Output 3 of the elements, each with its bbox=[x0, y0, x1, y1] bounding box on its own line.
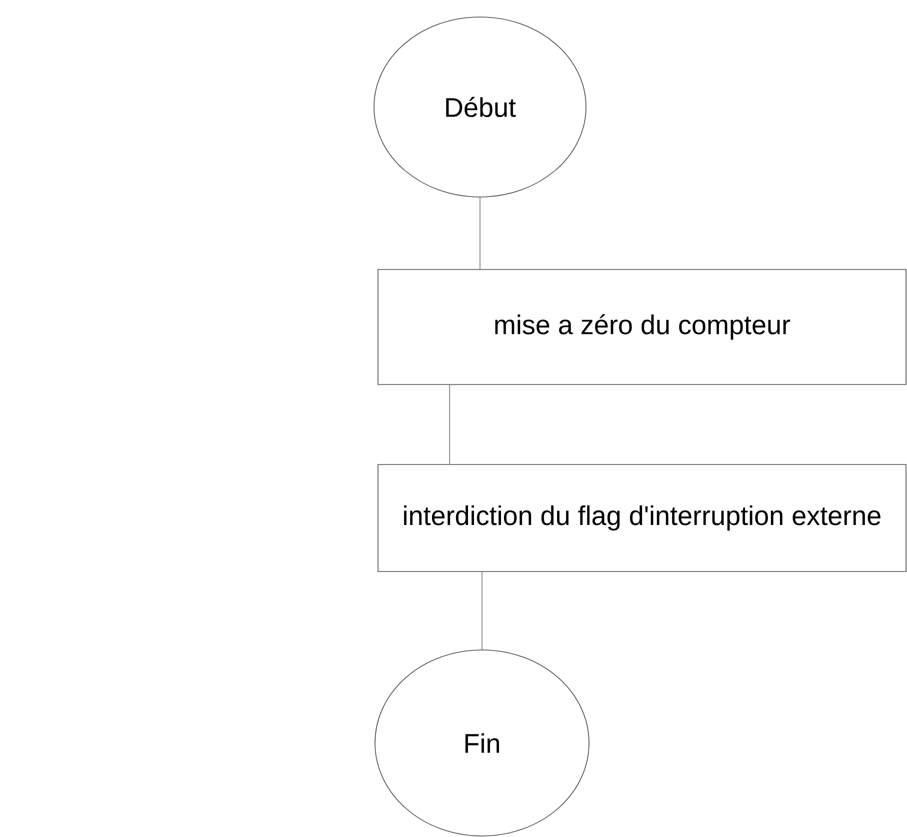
process-box: interdiction du flag d'interruption externe bbox=[378, 464, 906, 572]
process-box: mise a zéro du compteur bbox=[378, 269, 906, 385]
connector-line bbox=[449, 384, 450, 464]
